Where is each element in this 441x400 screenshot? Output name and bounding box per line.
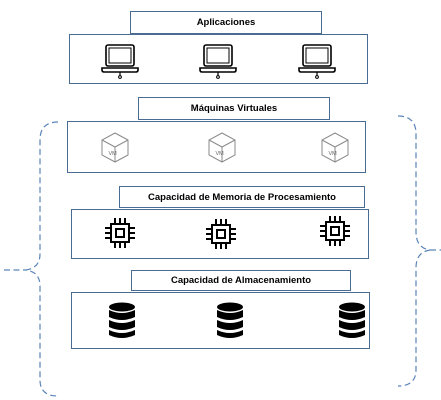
cpu-chip-icon	[103, 216, 137, 250]
cpu-chip-icon	[318, 214, 352, 248]
processing-group	[71, 209, 369, 259]
virtual-machines-title: Máquinas Virtuales	[138, 97, 330, 120]
vm-cube-icon: VM	[98, 130, 132, 164]
virtual-machines-group	[67, 121, 366, 173]
storage-title: Capacidad de Almacenamiento	[131, 270, 351, 291]
vm-label: VM	[329, 151, 338, 157]
right-bracket	[397, 115, 431, 387]
left-bracket	[25, 121, 59, 397]
processing-title: Capacidad de Memoria de Procesamiento	[119, 186, 365, 208]
vm-cube-icon: VM	[318, 130, 352, 164]
database-icon	[338, 302, 366, 340]
laptop-icon	[100, 42, 140, 80]
database-icon	[216, 302, 244, 340]
vm-label: VM	[109, 151, 118, 157]
vm-cube-icon: VM	[205, 130, 239, 164]
cpu-chip-icon	[204, 217, 238, 251]
database-icon	[108, 302, 136, 340]
laptop-icon	[198, 42, 238, 80]
vm-label: VM	[216, 151, 225, 157]
laptop-icon	[297, 42, 337, 80]
applications-title: Aplicaciones	[130, 11, 322, 34]
storage-group	[71, 292, 370, 349]
